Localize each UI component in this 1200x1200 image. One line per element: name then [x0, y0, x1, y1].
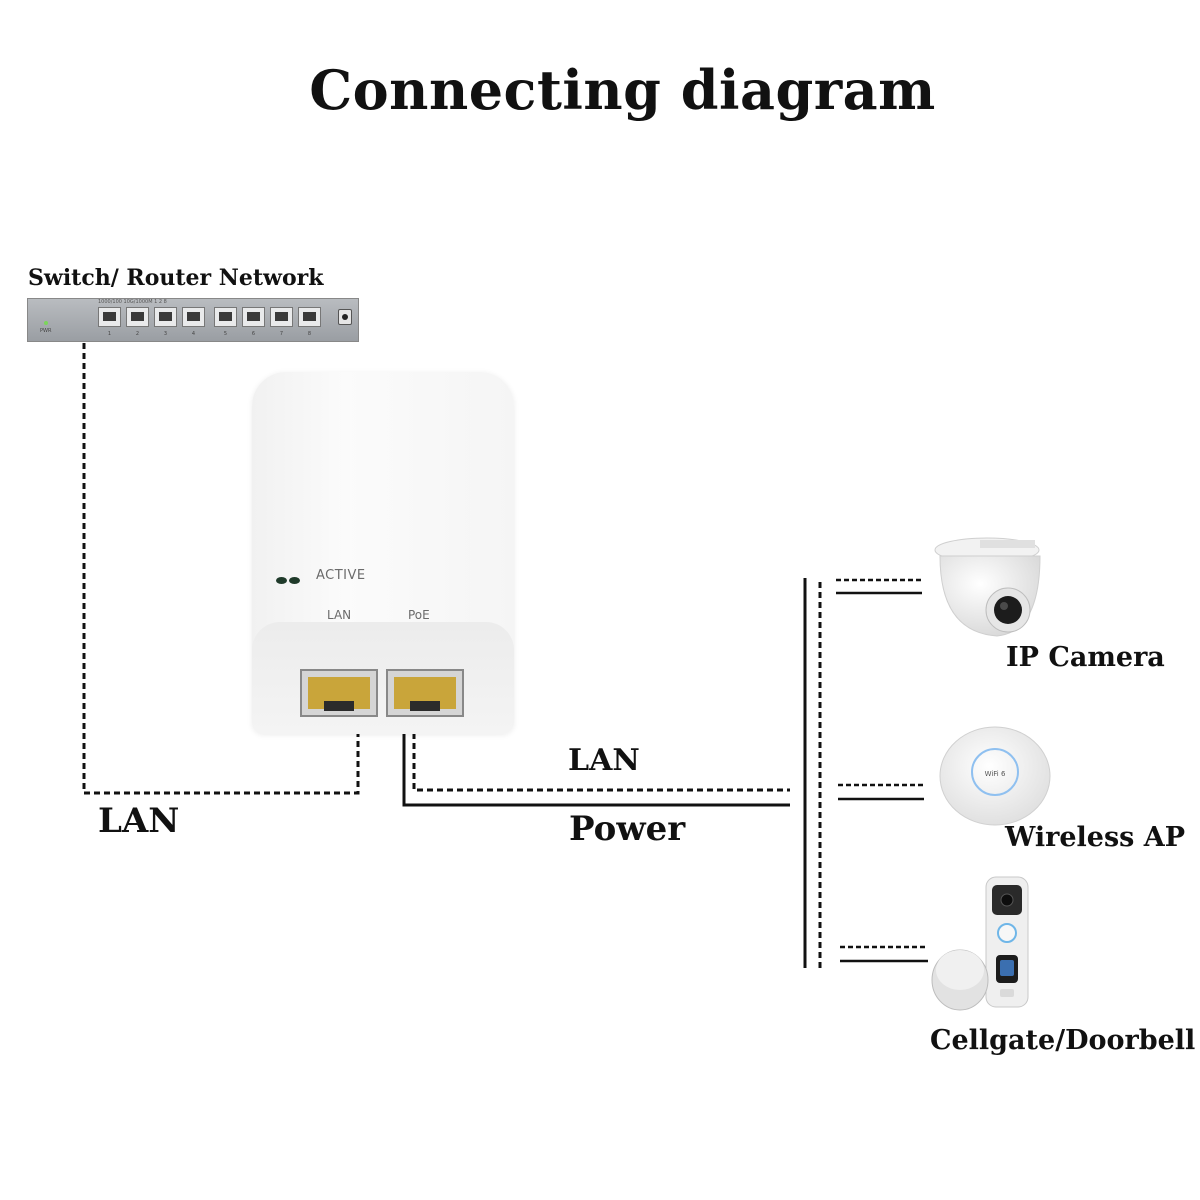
switch-port-1: [98, 307, 121, 327]
dome-camera-icon: [934, 537, 1041, 637]
switch-port-6: [242, 307, 265, 327]
device-label-ap: Wireless AP: [1005, 822, 1185, 853]
switch-header-text: 1000/100 10G/1000M 1 2 8: [98, 299, 167, 305]
port-number: 3: [163, 331, 168, 337]
injector-lan-label: LAN: [327, 608, 352, 622]
lan-port-icon: [300, 669, 378, 717]
switch-port-2: [126, 307, 149, 327]
device-label-camera: IP Camera: [1006, 642, 1165, 673]
port-number: 4: [191, 331, 196, 337]
port-number: 8: [307, 331, 312, 337]
power-label: Power: [569, 809, 686, 849]
port-number: 2: [135, 331, 140, 337]
page-title: Connecting diagram: [309, 58, 936, 122]
poe-port-icon: [386, 669, 464, 717]
lan-cable-switch-to-injector: [82, 343, 360, 795]
switch-port-5: [214, 307, 237, 327]
power-led-label: PWR: [40, 328, 52, 334]
injector-front-face: [252, 622, 514, 734]
port-number: 7: [279, 331, 284, 337]
lan-label-left: LAN: [98, 801, 180, 841]
device-label-doorbell: Cellgate/Doorbell: [930, 1025, 1196, 1056]
poe-injector: ACTIVE LAN PoE: [252, 372, 514, 734]
port-number: 1: [107, 331, 112, 337]
network-switch: 1000/100 10G/1000M 1 2 8 PWR 1 2 3 4 5 6…: [27, 298, 359, 342]
switch-port-7: [270, 307, 293, 327]
lan-label-output: LAN: [568, 743, 640, 778]
power-cable: [402, 733, 790, 807]
switch-port-3: [154, 307, 177, 327]
doorbell-icon: [931, 876, 1029, 1011]
port-number: 6: [251, 331, 256, 337]
dc-jack-icon: [338, 309, 352, 325]
injector-poe-label: PoE: [408, 608, 430, 622]
active-led-icon: [276, 577, 302, 587]
switch-label: Switch/ Router Network: [28, 265, 324, 291]
access-point-icon: WiFi 6: [939, 726, 1051, 826]
switch-port-4: [182, 307, 205, 327]
port-number: 5: [223, 331, 228, 337]
power-led-icon: [44, 321, 48, 325]
switch-port-8: [298, 307, 321, 327]
active-label: ACTIVE: [316, 568, 366, 583]
wifi-badge: WiFi 6: [985, 770, 1006, 778]
